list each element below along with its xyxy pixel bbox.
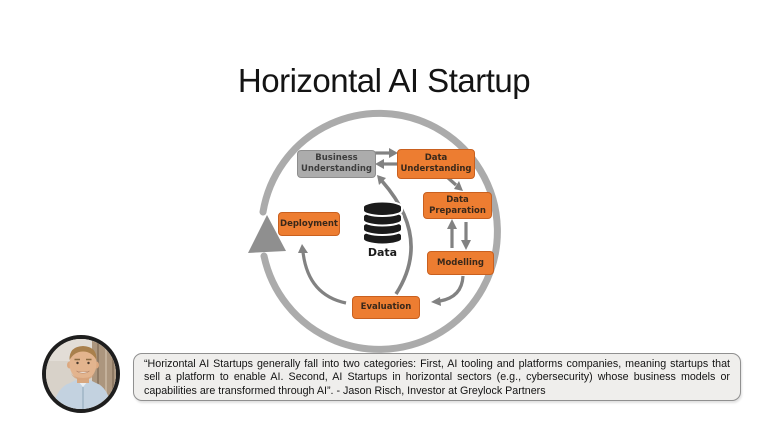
page-title: Horizontal AI Startup [237,62,531,100]
node-data-preparation: Data Preparation [423,192,492,219]
quote-box: “Horizontal AI Startups generally fall i… [133,353,741,401]
node-label: Preparation [429,205,486,216]
node-label: Business [315,153,358,164]
cycle-ring [248,109,501,353]
flow-arrows [298,148,471,306]
node-modelling: Modelling [427,251,494,275]
node-label: Deployment [280,218,338,229]
database-icon [362,200,403,246]
data-center-label: Data [367,246,398,259]
node-label: Understanding [400,164,472,174]
node-label: Modelling [436,257,485,268]
node-label: Data [424,153,448,164]
portrait-photo [46,339,116,409]
node-data-understanding: Data Understanding [397,149,475,179]
node-label: Understanding [300,164,373,174]
node-business-understanding: Business Understanding [297,150,376,178]
cycle-arrowhead-icon [248,215,286,253]
node-deployment: Deployment [278,212,340,236]
node-label: Evaluation [360,302,412,313]
node-evaluation: Evaluation [352,296,420,319]
quote-text: “Horizontal AI Startups generally fall i… [144,358,730,397]
avatar [42,335,120,413]
node-label: Data [446,194,469,205]
